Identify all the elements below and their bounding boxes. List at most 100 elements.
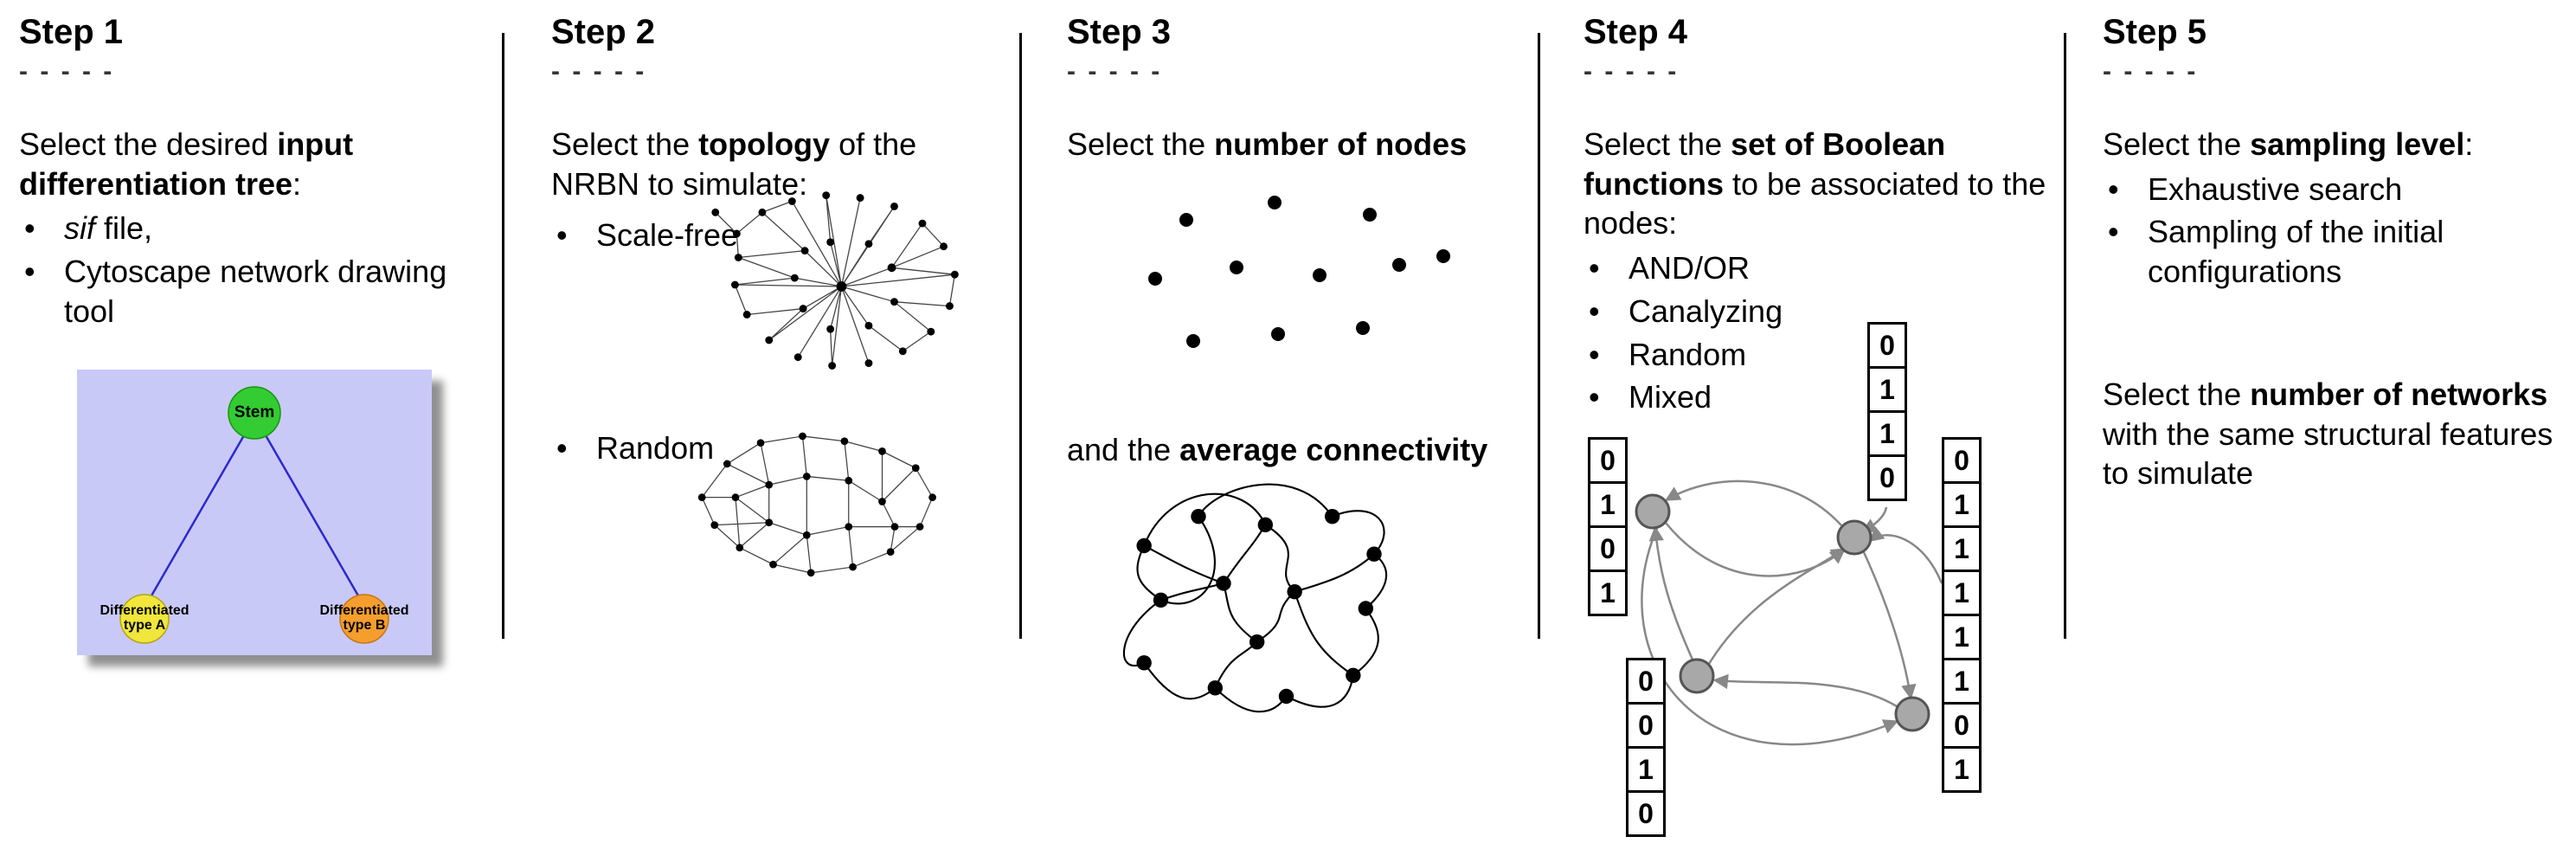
node-dots: [1148, 195, 1450, 348]
bullet-exhaustive-search: •Exhaustive search: [2103, 170, 2561, 209]
bullet-marker: •: [2108, 171, 2119, 207]
bullet-random: • Random: [551, 428, 1010, 468]
step-2-instruction: Select the topology of the NRBN to simul…: [551, 126, 917, 202]
tangle-edges: [1122, 484, 1388, 713]
boolean-cell: 0: [1867, 322, 1907, 369]
boolean-node: [1635, 493, 1671, 530]
boolean-cell: 1: [1942, 570, 1982, 616]
type-a-node: [119, 593, 170, 644]
step-2-column: Step 2 - - - - - Select the topology of …: [551, 12, 1010, 577]
column-divider: [2064, 33, 2066, 639]
boolean-cell: 0: [1942, 437, 1982, 484]
boolean-cell: 1: [1626, 746, 1666, 793]
emphasis-text: input differentiation tree: [19, 126, 354, 202]
emphasis-text: set of Boolean functions: [1584, 126, 1946, 202]
boolean-cell: 1: [1588, 570, 1628, 616]
step-1-title: Step 1: [19, 13, 124, 51]
bullet-scale-free: • Scale-free: [551, 216, 1010, 255]
bullet-sif-file: • sif file,: [19, 209, 491, 248]
boolean-cell: 0: [1626, 790, 1666, 837]
boolean-cell: 0: [1942, 702, 1982, 749]
bullet-marker: •: [24, 210, 35, 247]
step-5-bullet-list: •Exhaustive search •Sampling of the init…: [2103, 170, 2561, 292]
random-nodes: [697, 432, 936, 577]
boolean-cell: 1: [1867, 410, 1907, 457]
bullet-random-functions: •Random: [1584, 335, 2051, 375]
boolean-cell: 1: [1588, 481, 1628, 528]
step-5-instruction-networks: Select the number of networks with the s…: [2103, 376, 2554, 492]
scale-free-network-graphic: [711, 191, 959, 370]
step-5-title: Step 5: [2103, 13, 2207, 51]
bullet-sampling-initial-configurations: •Sampling of the initial configurations: [2103, 212, 2561, 291]
emphasis-text: sampling level: [2250, 126, 2465, 162]
emphasis-text: number of networks: [2250, 376, 2548, 412]
step-5-instruction-sampling: Select the sampling level:: [2103, 126, 2474, 162]
step-4-dashes: - - - - -: [1584, 57, 1680, 86]
bullet-marker: •: [1589, 379, 1600, 415]
column-divider: [502, 33, 504, 639]
boolean-function-table-left: 0 1 0 1: [1588, 437, 1628, 616]
boolean-cell: 0: [1588, 525, 1628, 572]
step-2-title: Step 2: [551, 13, 656, 51]
step-1-bullet-list: • sif file, • Cytoscape network drawing …: [19, 209, 491, 331]
bullet-marker: •: [24, 254, 35, 290]
step-5-column: Step 5 - - - - - Select the sampling lev…: [2103, 12, 2561, 493]
stem-node-label: Stem: [234, 402, 275, 422]
bullet-marker: •: [556, 430, 568, 467]
step-3-instruction-nodes: Select the number of nodes: [1067, 126, 1468, 162]
boolean-cell: 1: [1942, 746, 1982, 793]
stem-node: [228, 385, 281, 440]
type-b-node: [339, 593, 389, 644]
nodes-dots-graphic: [1148, 195, 1450, 348]
scale-free-nodes: [711, 191, 959, 370]
step-4-title: Step 4: [1584, 13, 1688, 51]
boolean-cell: 1: [1942, 481, 1982, 528]
step-3-instruction-connectivity: and the average connectivity: [1067, 431, 1488, 467]
emphasis-text: topology: [698, 126, 831, 162]
boolean-node: [1679, 658, 1715, 694]
emphasis-text: number of nodes: [1214, 126, 1468, 162]
bullet-mixed: •Mixed: [1584, 377, 2051, 417]
bullet-marker: •: [1589, 293, 1600, 329]
boolean-cell: 0: [1588, 437, 1628, 484]
boolean-network-diagram: 0 1 0 1 0 1 1 0 0 0 1 0 0 1 1 1 1 1 0 1: [1584, 315, 2051, 856]
boolean-cell: 1: [1867, 366, 1907, 413]
scale-free-edges: [715, 195, 956, 366]
bullet-and-or: •AND/OR: [1584, 248, 2051, 288]
step-3-dashes: - - - - -: [1067, 57, 1163, 86]
emphasis-text: average connectivity: [1179, 431, 1488, 467]
step-5-dashes: - - - - -: [2103, 57, 2199, 86]
boolean-function-table-bottom: 0 0 1 0: [1626, 658, 1666, 837]
step-3-column: Step 3 - - - - - Select the number of no…: [1067, 12, 1526, 734]
italic-text: sif: [64, 210, 95, 247]
tangle-nodes: [1136, 509, 1382, 705]
boolean-cell: 1: [1942, 525, 1982, 572]
boolean-cell: 1: [1942, 614, 1982, 660]
random-network-graphic: [697, 432, 936, 577]
bullet-marker: •: [556, 217, 568, 254]
boolean-network-nodes: [1635, 493, 1930, 732]
column-divider: [1019, 33, 1022, 639]
connectivity-tangle-graphic: [1122, 484, 1388, 713]
bullet-marker: •: [1589, 250, 1600, 286]
boolean-cell: 1: [1942, 658, 1982, 705]
step-1-dashes: - - - - -: [19, 57, 115, 86]
differentiation-tree-graphic: [119, 385, 389, 644]
step-4-column: Step 4 - - - - - Select the set of Boole…: [1584, 12, 2051, 851]
tree-edges: [149, 434, 361, 598]
step-1-instruction: Select the desired input differentiation…: [19, 126, 354, 202]
boolean-node: [1894, 696, 1930, 732]
bullet-marker: •: [1589, 336, 1600, 372]
boolean-network-graphic: [1635, 479, 1943, 746]
boolean-function-table-right: 0 1 1 1 1 1 0 1: [1942, 437, 1982, 793]
bullet-marker: •: [2108, 214, 2119, 250]
boolean-function-table-top: 0 1 1 0: [1867, 322, 1907, 501]
boolean-node: [1836, 519, 1873, 556]
boolean-network-edges: [1641, 479, 1943, 746]
step-1-column: Step 1 - - - - - Select the desired inpu…: [19, 12, 491, 655]
step-4-bullet-list: •AND/OR •Canalyzing •Random •Mixed: [1584, 248, 2051, 417]
random-edges: [701, 435, 934, 574]
